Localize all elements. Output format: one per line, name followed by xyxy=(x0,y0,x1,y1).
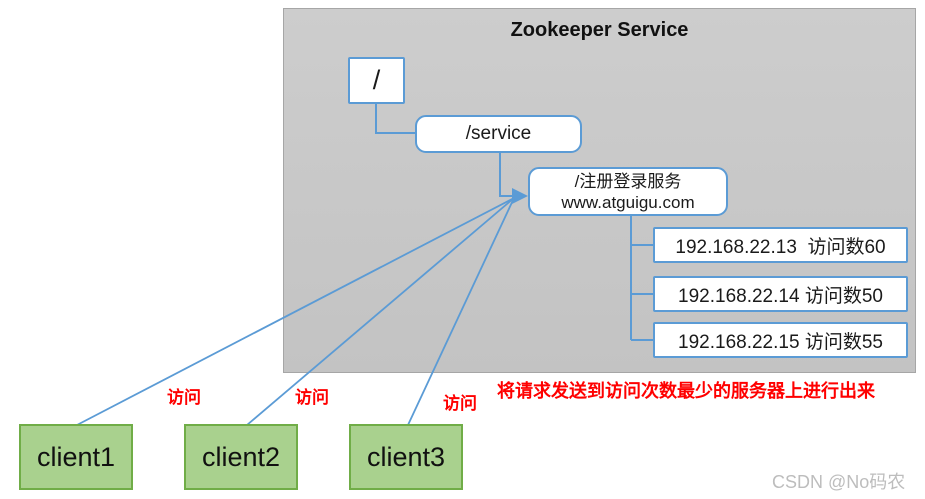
server-node-2-label: 192.168.22.14 访问数50 xyxy=(678,285,883,307)
root-node: / xyxy=(348,57,405,104)
client-node-2: client2 xyxy=(184,424,298,490)
note-text: 将请求发送到访问次数最少的服务器上进行出来 xyxy=(497,381,875,401)
watermark: CSDN @No码农 xyxy=(772,472,906,492)
access-label-2: 访问 xyxy=(295,388,329,407)
client-node-3-label: client3 xyxy=(366,441,446,472)
service-node: /service xyxy=(415,115,582,153)
root-node-label: / xyxy=(372,65,381,95)
access-label-3: 访问 xyxy=(443,394,477,413)
registry-node-line1: /注册登录服务 xyxy=(574,171,682,191)
access-label-1: 访问 xyxy=(167,388,201,407)
client-node-1: client1 xyxy=(19,424,133,490)
client-node-1-label: client1 xyxy=(36,441,116,472)
server-node-3: 192.168.22.15 访问数55 xyxy=(653,322,908,358)
registry-node: /注册登录服务 www.atguigu.com xyxy=(528,167,728,216)
server-node-2: 192.168.22.14 访问数50 xyxy=(653,276,908,312)
client-node-2-label: client2 xyxy=(201,441,281,472)
service-node-label: /service xyxy=(465,123,532,144)
registry-node-line2: www.atguigu.com xyxy=(561,192,695,212)
panel-title: Zookeeper Service xyxy=(510,19,689,41)
server-node-1: 192.168.22.13 访问数60 xyxy=(653,227,908,263)
server-node-1-label: 192.168.22.13 访问数60 xyxy=(675,236,886,258)
server-node-3-label: 192.168.22.15 访问数55 xyxy=(678,331,883,353)
client-node-3: client3 xyxy=(349,424,463,490)
